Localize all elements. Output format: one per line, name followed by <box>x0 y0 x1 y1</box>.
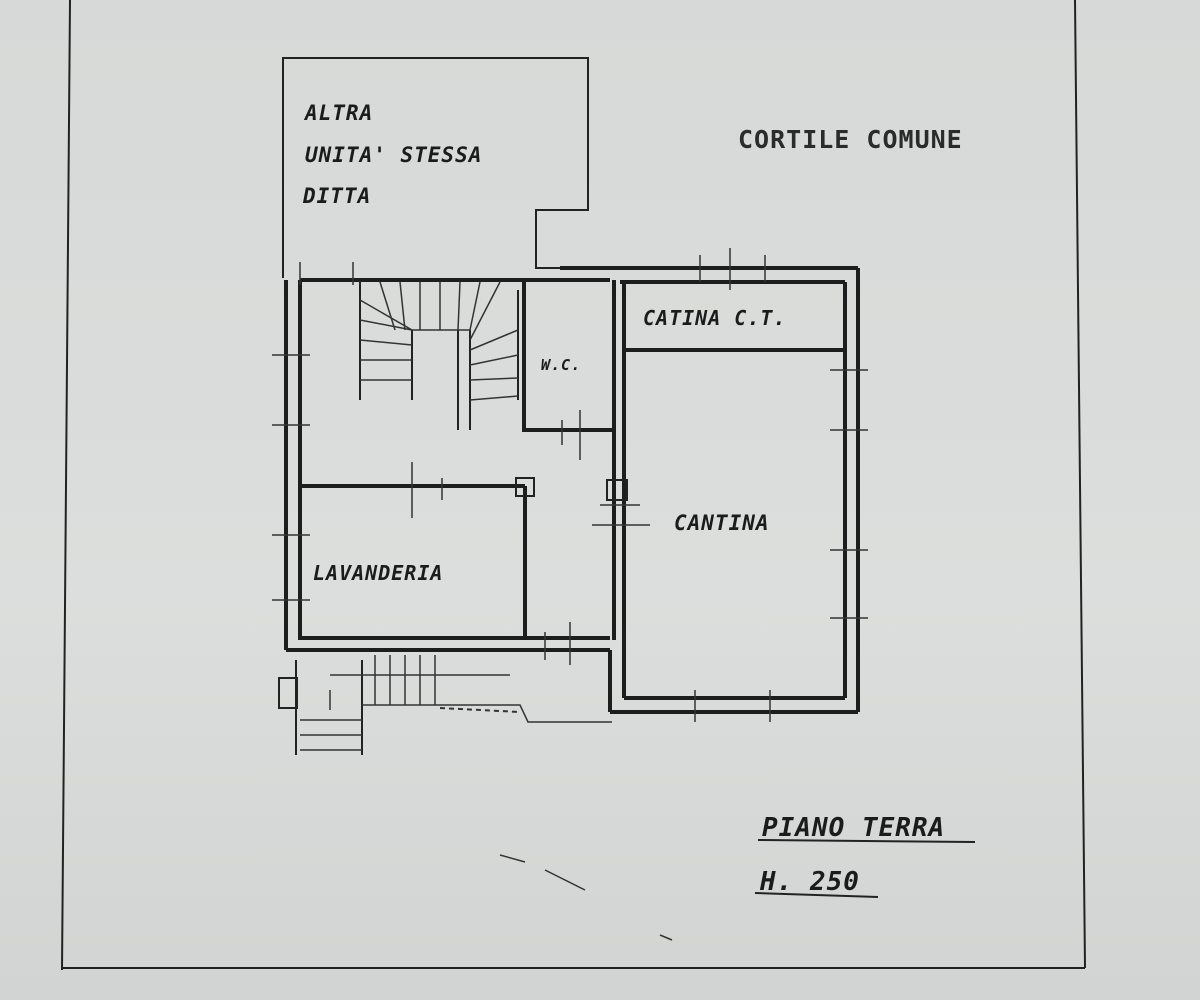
floor-height: H. 250 <box>759 867 860 897</box>
courtyard-label: CORTILE COMUNE <box>738 125 963 154</box>
upper-staircase <box>359 280 519 430</box>
stray-marks <box>499 854 673 941</box>
floor-title: PIANO TERRA <box>762 813 945 843</box>
entrance-steps <box>278 655 612 755</box>
sheet-border <box>61 0 1086 971</box>
other-unit-label-2: UNITA' STESSA <box>305 143 482 167</box>
room-label-wc: W.C. <box>541 356 581 374</box>
room-label-cellar-small: CATINA C.T. <box>643 306 786 330</box>
interior-walls <box>300 280 845 698</box>
opening-marks <box>272 248 868 722</box>
other-unit-label-1: ALTRA <box>303 101 373 125</box>
room-label-cellar: CANTINA <box>674 511 770 535</box>
other-unit-outline <box>282 57 589 278</box>
room-label-laundry: LAVANDERIA <box>313 561 443 585</box>
exterior-walls <box>284 266 860 714</box>
other-unit-label-3: DITTA <box>302 184 371 208</box>
title-underlines <box>754 839 976 898</box>
